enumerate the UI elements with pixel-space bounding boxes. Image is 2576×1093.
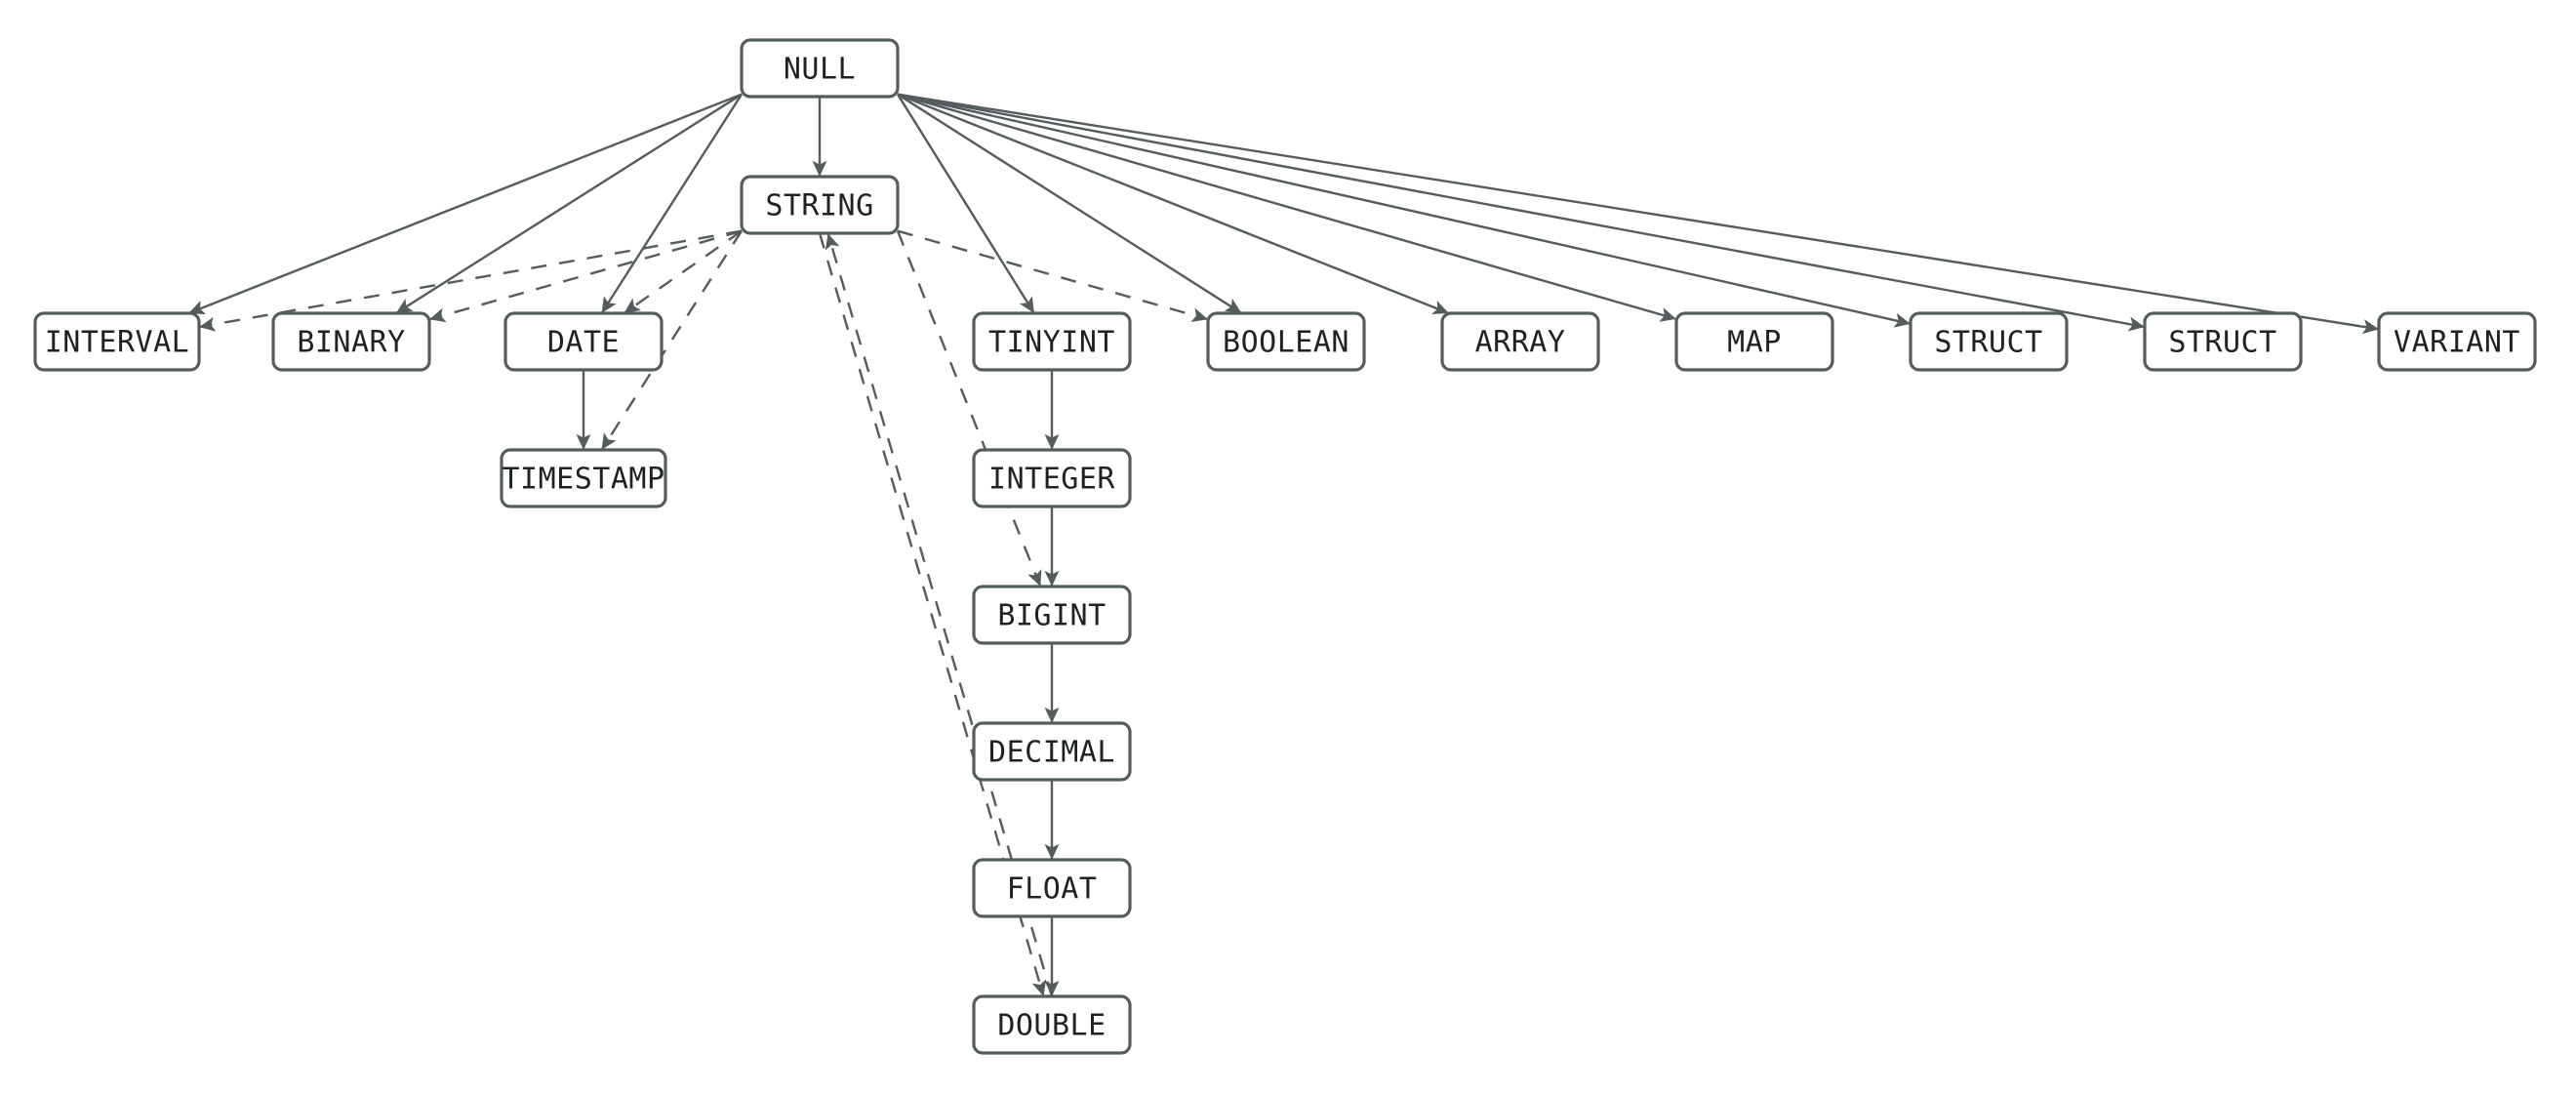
node-struct1[interactable]: STRUCT [1909, 311, 2069, 372]
node-label-binary: BINARY [297, 326, 405, 360]
node-binary[interactable]: BINARY [271, 311, 431, 372]
node-box-date[interactable] [503, 311, 664, 372]
node-bigint[interactable]: BIGINT [972, 585, 1132, 645]
node-tinyint[interactable]: TINYINT [972, 311, 1132, 372]
node-label-double: DOUBLE [997, 1009, 1106, 1043]
edge-double-to-string [825, 233, 1054, 997]
edge-string-to-date [624, 229, 743, 314]
node-box-double[interactable] [972, 994, 1132, 1055]
node-label-array: ARRAY [1475, 326, 1566, 360]
node-box-array[interactable] [1440, 311, 1600, 372]
edge-null-to-interval [188, 93, 743, 315]
edge-string-to-interval [199, 229, 743, 332]
node-timestamp[interactable]: TIMESTAMP [500, 448, 667, 508]
node-map[interactable]: MAP [1674, 311, 1834, 372]
node-label-variant: VARIANT [2394, 326, 2520, 360]
edge-string-to-binary [429, 229, 743, 323]
node-box-string[interactable] [740, 175, 900, 235]
edge-null-to-variant [897, 93, 2379, 335]
node-struct2[interactable]: STRUCT [2143, 311, 2303, 372]
node-label-struct2: STRUCT [2168, 326, 2276, 360]
node-label-tinyint: TINYINT [988, 326, 1115, 360]
node-box-struct2[interactable] [2143, 311, 2303, 372]
node-label-interval: INTERVAL [45, 326, 190, 360]
edge-string-to-timestamp [601, 230, 744, 450]
node-box-binary[interactable] [271, 311, 431, 372]
node-label-null: NULL [784, 53, 856, 87]
node-box-struct1[interactable] [1909, 311, 2069, 372]
edge-string-to-bigint [896, 230, 1042, 587]
edge-null-to-struct2 [897, 93, 2145, 332]
edge-null-to-binary [395, 93, 743, 314]
node-decimal[interactable]: DECIMAL [972, 721, 1132, 782]
node-label-map: MAP [1727, 326, 1782, 360]
node-box-timestamp[interactable] [500, 448, 667, 508]
edge-layer [188, 93, 2379, 997]
node-label-struct1: STRUCT [1934, 326, 2042, 360]
node-label-bigint: BIGINT [997, 599, 1106, 633]
node-label-boolean: BOOLEAN [1223, 326, 1349, 360]
node-array[interactable]: ARRAY [1440, 311, 1600, 372]
edge-null-to-struct1 [897, 93, 1911, 328]
node-box-decimal[interactable] [972, 721, 1132, 782]
node-null[interactable]: NULL [740, 38, 900, 99]
node-date[interactable]: DATE [503, 311, 664, 372]
node-variant[interactable]: VARIANT [2377, 311, 2537, 372]
node-box-tinyint[interactable] [972, 311, 1132, 372]
node-box-null[interactable] [740, 38, 900, 99]
node-float[interactable]: FLOAT [972, 858, 1132, 918]
node-label-string: STRING [765, 189, 873, 223]
edge-null-to-array [897, 93, 1449, 315]
node-box-map[interactable] [1674, 311, 1834, 372]
node-label-decimal: DECIMAL [988, 736, 1115, 770]
edge-null-to-map [897, 93, 1676, 322]
node-integer[interactable]: INTEGER [972, 448, 1132, 508]
node-box-float[interactable] [972, 858, 1132, 918]
node-interval[interactable]: INTERVAL [33, 311, 201, 372]
node-label-date: DATE [547, 326, 620, 360]
edge-null-to-tinyint [896, 94, 1035, 313]
node-box-variant[interactable] [2377, 311, 2537, 372]
node-label-timestamp: TIMESTAMP [502, 463, 664, 497]
edge-null-to-date [601, 94, 744, 313]
node-double[interactable]: DOUBLE [972, 994, 1132, 1055]
node-label-integer: INTEGER [988, 463, 1115, 497]
node-boolean[interactable]: BOOLEAN [1206, 311, 1366, 372]
edge-string-to-boolean [897, 229, 1208, 323]
node-layer: NULL STRING INTERVAL BINARY DATE TINYINT BOOLE… [33, 38, 2537, 1055]
node-box-boolean[interactable] [1206, 311, 1366, 372]
node-box-integer[interactable] [972, 448, 1132, 508]
edge-null-to-boolean [897, 93, 1242, 314]
node-box-bigint[interactable] [972, 585, 1132, 645]
node-label-float: FLOAT [1007, 872, 1098, 907]
node-box-interval[interactable] [33, 311, 201, 372]
node-string[interactable]: STRING [740, 175, 900, 235]
